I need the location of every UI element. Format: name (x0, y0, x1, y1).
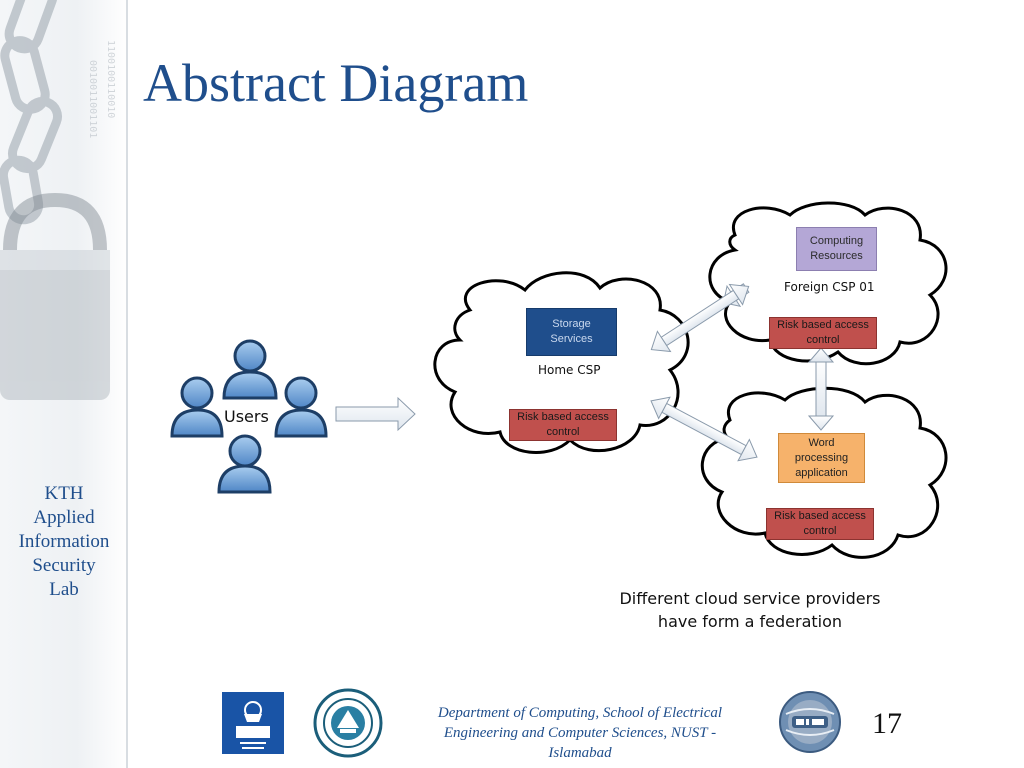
storage-line: Services (550, 333, 593, 345)
user-icon (274, 376, 328, 438)
risk-line: control (806, 334, 840, 346)
sidebar-decoration: 0010011001101 1100100110010 (0, 0, 128, 768)
caption-line: have form a federation (657, 612, 843, 631)
padlock-icon (0, 192, 110, 400)
lab-name-line: Lab (49, 579, 79, 600)
risk-line: Risk based access (517, 411, 609, 423)
cloud-home-csp (433, 271, 690, 454)
risk-box-home: Risk based access control (509, 409, 617, 441)
risk-box-foreign-01: Risk based access control (769, 317, 877, 349)
svg-text:1100100110010: 1100100110010 (105, 40, 116, 118)
cloud-foreign-csp-01 (708, 201, 948, 366)
user-icon (217, 434, 272, 494)
chain-padlock-watermark: 0010011001101 1100100110010 (0, 0, 116, 400)
word-line: application (795, 466, 848, 479)
chain-icon (0, 0, 62, 225)
ais-logo (779, 691, 841, 753)
word-line: Word (808, 436, 835, 449)
computing-line: Resources (810, 250, 863, 262)
arrow-home-foreign-02 (650, 396, 758, 462)
lab-name-line: KTH (44, 483, 84, 504)
word-line: processing (794, 451, 849, 464)
risk-line: control (803, 525, 837, 537)
svg-text:0010011001101: 0010011001101 (87, 60, 98, 138)
home-csp-label: Home CSP (538, 363, 601, 377)
caption-line: Different cloud service providers (619, 589, 881, 608)
kth-logo (222, 692, 284, 754)
arrow-home-foreign-01 (650, 283, 750, 353)
storage-services-box: Storage Services (526, 308, 617, 356)
lab-name-line: Security (32, 555, 96, 576)
nust-seal-logo (313, 688, 383, 758)
computing-resources-box: Computing Resources (796, 227, 877, 271)
federation-caption: Different cloud service providers have f… (600, 587, 900, 633)
lab-name-line: Applied (33, 507, 95, 528)
risk-box-foreign-02: Risk based access control (766, 508, 874, 540)
binary-digits: 0010011001101 1100100110010 (87, 40, 116, 138)
users-label: Users (224, 407, 269, 426)
department-footer: Department of Computing, School of Elect… (410, 703, 750, 763)
user-icon (222, 339, 278, 400)
risk-line: control (546, 426, 580, 438)
sidebar-divider (126, 0, 128, 768)
department-line: Department of Computing, School of Elect… (437, 705, 723, 721)
computing-line: Computing (809, 235, 864, 247)
department-line: Engineering and Computer Sciences, NUST … (443, 725, 717, 741)
word-processing-box: Word processing application (778, 433, 865, 483)
page-number: 17 (872, 707, 902, 740)
lab-name-line: Information (18, 531, 110, 552)
storage-line: Storage (552, 318, 591, 330)
arrow-foreign-01-foreign-02 (807, 347, 835, 431)
arrow-users-to-home (335, 396, 416, 432)
lab-name: KTH Applied Information Security Lab (0, 482, 128, 602)
user-icon (170, 376, 224, 438)
risk-line: Risk based access (777, 319, 869, 331)
risk-line: Risk based access (774, 510, 866, 522)
slide-title: Abstract Diagram (143, 53, 529, 113)
foreign-csp-01-label: Foreign CSP 01 (784, 280, 875, 294)
department-line: Islamabad (548, 745, 612, 761)
